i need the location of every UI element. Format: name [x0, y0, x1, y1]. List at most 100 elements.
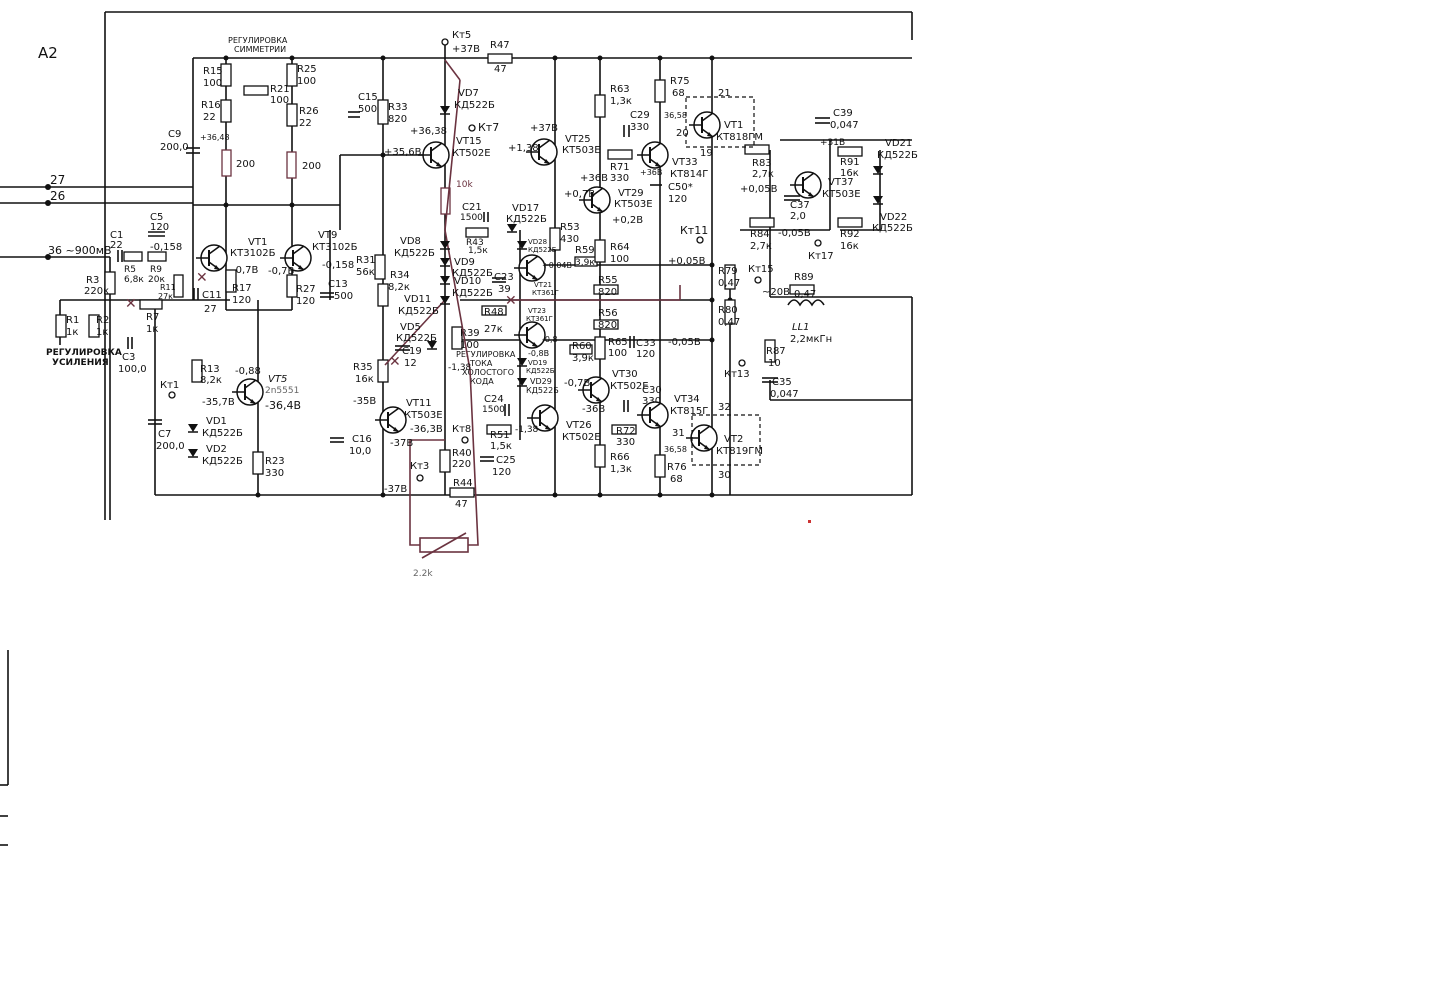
resistor-r80: R80 0,47	[718, 299, 740, 328]
svg-text:VT21: VT21	[534, 281, 552, 289]
idle-adjust-label-3: ХОЛОСТОГО	[462, 368, 514, 377]
resistor-r23: R23 330	[252, 451, 285, 479]
svg-text:8,2к: 8,2к	[388, 282, 410, 293]
svg-text:КТ502Е: КТ502Е	[452, 148, 491, 159]
resistor-r33: R33 820	[377, 99, 408, 125]
svg-text:R33: R33	[388, 102, 408, 113]
svg-text:R60: R60	[572, 341, 592, 352]
svg-text:22: 22	[203, 112, 216, 123]
resistor-r39: R39 100	[451, 326, 480, 351]
svg-text:VT25: VT25	[565, 134, 591, 145]
svg-text:120: 120	[150, 222, 169, 233]
svg-text:КТ503Е: КТ503Е	[562, 145, 601, 156]
svg-text:22: 22	[110, 240, 123, 251]
svg-text:-35В: -35В	[353, 396, 376, 407]
svg-text:КТ361Г: КТ361Г	[532, 289, 559, 297]
diode-vd17: VD17 КД522Б	[506, 203, 547, 233]
resistor-r75: R75 68	[654, 76, 690, 103]
svg-text:200: 200	[302, 161, 321, 172]
svg-text:-0,88: -0,88	[235, 366, 261, 377]
transistor-vt1-power: VT1 КТ818ГМ	[685, 96, 763, 148]
svg-text:1,5к: 1,5к	[468, 246, 488, 256]
svg-text:-37В: -37В	[390, 438, 413, 449]
svg-text:3,9к: 3,9к	[575, 258, 595, 268]
mod-resistor-200-a: 200	[221, 149, 255, 177]
svg-text:C23: C23	[494, 272, 514, 283]
capacitor-c16: C16 10,0	[330, 434, 372, 457]
svg-text:R31: R31	[356, 255, 376, 266]
svg-text:Кт15: Кт15	[748, 264, 774, 275]
svg-text:КТ502Е: КТ502Е	[610, 381, 649, 392]
stray-mark	[808, 520, 811, 523]
svg-text:12: 12	[404, 358, 417, 369]
svg-text:+36В: +36В	[580, 173, 608, 184]
capacitor-c5: C5 120	[148, 212, 169, 237]
svg-text:100: 100	[610, 254, 629, 265]
svg-text:КД522Б: КД522Б	[877, 150, 918, 161]
svg-text:330: 330	[630, 122, 649, 133]
svg-text:100: 100	[460, 340, 479, 351]
svg-text:✕: ✕	[505, 293, 517, 309]
junction-dots	[45, 55, 733, 498]
resistor-r59: R59 3,9к	[574, 245, 598, 268]
svg-text:R13: R13	[200, 364, 220, 375]
svg-text:VT34: VT34	[674, 394, 700, 405]
svg-text:Кт8: Кт8	[452, 424, 471, 435]
svg-text:VT1: VT1	[248, 237, 267, 248]
capacitor-c11: C11 27	[193, 288, 222, 315]
svg-text:C1: C1	[110, 230, 123, 241]
svg-text:VD7: VD7	[458, 88, 479, 99]
svg-text:Кт5: Кт5	[452, 30, 471, 41]
resistor-r40: R40 220	[439, 448, 472, 473]
test-point-kt8: Кт8	[452, 424, 471, 444]
svg-text:16к: 16к	[355, 374, 374, 385]
svg-text:+36В: +36В	[640, 168, 662, 177]
test-point-kt11: Кт11	[680, 224, 708, 244]
capacitor-c7: C7 200,0	[148, 419, 185, 452]
resistor-r26: R26 22	[286, 103, 319, 129]
svg-text:120: 120	[232, 295, 251, 306]
svg-text:C37: C37	[790, 200, 810, 211]
svg-text:-0,158: -0,158	[322, 260, 354, 271]
svg-text:R71: R71	[610, 162, 630, 173]
resistor-r27: R27 120	[286, 274, 316, 307]
svg-text:R44: R44	[453, 478, 473, 489]
mod-resistor-200-b: 200	[286, 151, 321, 179]
left-edge-lines	[0, 650, 9, 846]
svg-text:-0,05В: -0,05В	[668, 337, 701, 348]
svg-text:✕: ✕	[389, 354, 401, 370]
capacitor-c25: C25 120	[480, 455, 516, 478]
svg-text:1к: 1к	[66, 327, 78, 338]
svg-text:КТ814Г: КТ814Г	[670, 169, 708, 180]
svg-text:27к: 27к	[158, 292, 173, 301]
svg-text:200,0: 200,0	[160, 142, 189, 153]
board-label: А2	[38, 44, 58, 62]
svg-text:КТ503Е: КТ503Е	[614, 199, 653, 210]
svg-text:27к: 27к	[484, 324, 503, 335]
transistor-vt21: VT21 КТ361Г	[513, 254, 559, 297]
svg-text:0,047: 0,047	[770, 389, 799, 400]
capacitor-c15: C15 500	[348, 92, 378, 118]
svg-text:C30: C30	[642, 385, 662, 396]
svg-text:LL1: LL1	[792, 322, 810, 333]
svg-text:C16: C16	[352, 434, 372, 445]
svg-text:C19: C19	[402, 346, 422, 357]
svg-text:VD29: VD29	[530, 377, 552, 386]
capacitor-c23: C23 39	[492, 272, 514, 295]
svg-text:1500: 1500	[460, 213, 483, 223]
svg-text:1к: 1к	[96, 327, 108, 338]
diode-vd10: VD10 КД522Б	[439, 275, 493, 299]
svg-text:КД522Б: КД522Б	[452, 288, 493, 299]
wire-26-label: 26	[50, 189, 65, 203]
resistor-r35: R35 16к	[353, 359, 389, 385]
svg-text:10k: 10k	[456, 180, 473, 190]
svg-text:КД522Б: КД522Б	[872, 223, 913, 234]
svg-text:✕: ✕	[125, 296, 137, 312]
resistor-r25: R25 100	[286, 63, 317, 87]
svg-text:100: 100	[297, 76, 316, 87]
svg-text:VD10: VD10	[454, 276, 481, 287]
resistor-r47: R47 47	[487, 40, 513, 75]
pin-30: 30	[718, 470, 731, 481]
svg-text:C33: C33	[636, 338, 656, 349]
svg-text:C21: C21	[462, 202, 482, 213]
